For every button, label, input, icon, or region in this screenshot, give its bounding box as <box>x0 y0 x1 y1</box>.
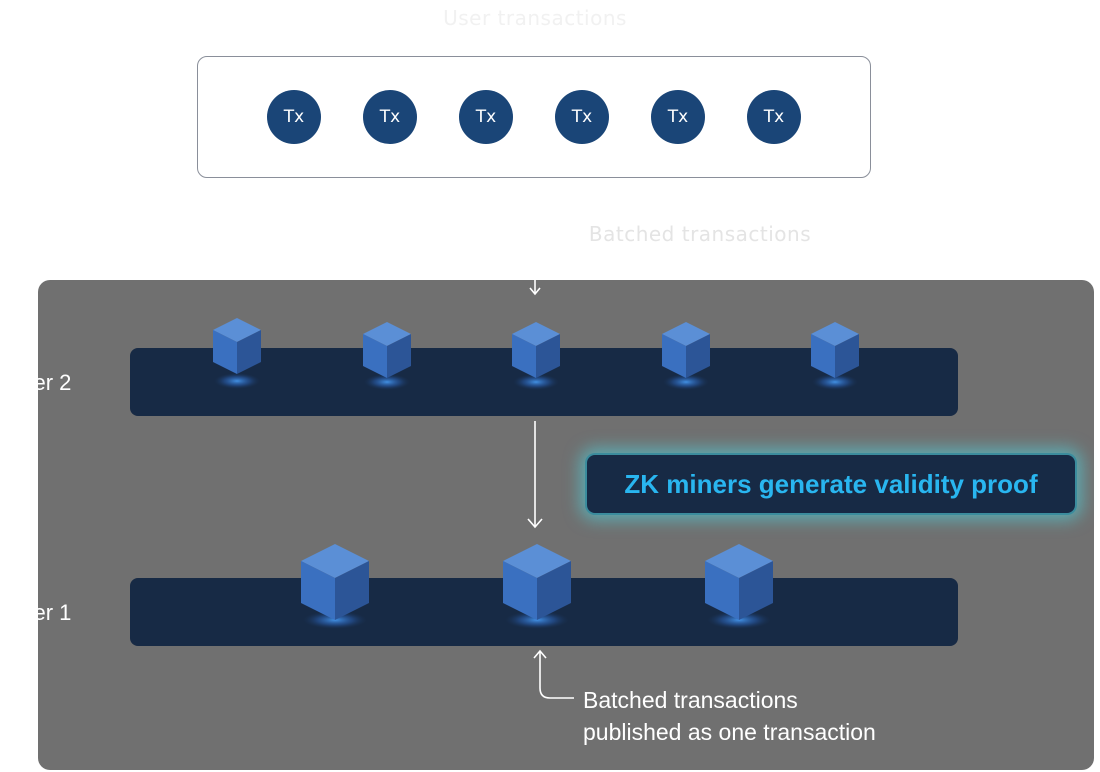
cube-glow <box>364 374 410 390</box>
tx-node: Tx <box>363 90 417 144</box>
layer1-cube <box>301 544 369 629</box>
zk-proof-text: ZK miners generate validity proof <box>624 468 1038 499</box>
batched-transactions-label: Batched transactions <box>588 222 812 246</box>
tx-node: Tx <box>267 90 321 144</box>
tx-label: Tx <box>475 107 497 127</box>
layer1-cube <box>503 544 571 629</box>
layer2-cube <box>662 322 710 390</box>
tx-node: Tx <box>747 90 801 144</box>
cube-glow <box>513 374 559 390</box>
layer2-cube <box>811 322 859 390</box>
tx-label: Tx <box>667 107 689 127</box>
batched-note: Batched transactions published as one tr… <box>583 684 876 748</box>
batched-note-line1: Batched transactions <box>583 687 798 713</box>
batched-note-line2: published as one transaction <box>583 719 876 745</box>
tx-label: Tx <box>763 107 785 127</box>
layer2-cube <box>363 322 411 390</box>
tx-node: Tx <box>555 90 609 144</box>
tx-label: Tx <box>571 107 593 127</box>
layer2-cube <box>512 322 560 390</box>
note-pointer-arrow <box>533 649 574 699</box>
user-transactions-label: User transactions <box>443 6 627 30</box>
cube-glow <box>812 374 858 390</box>
user-transactions-box: Tx Tx Tx Tx Tx Tx <box>197 56 871 178</box>
tx-node: Tx <box>459 90 513 144</box>
tx-label: Tx <box>379 107 401 127</box>
arrow-layer2-to-layer1 <box>527 421 543 529</box>
layer1-label: Layer 1 <box>0 600 72 625</box>
layer1-cube <box>705 544 773 629</box>
tx-label: Tx <box>283 107 305 127</box>
zk-proof-callout: ZK miners generate validity proof <box>585 453 1077 515</box>
cube-glow <box>663 374 709 390</box>
layer2-cube <box>213 318 261 389</box>
arrow-into-layer2 <box>529 276 541 296</box>
layer2-label: Layer 2 <box>0 370 72 395</box>
cube-glow <box>214 373 260 389</box>
tx-node: Tx <box>651 90 705 144</box>
